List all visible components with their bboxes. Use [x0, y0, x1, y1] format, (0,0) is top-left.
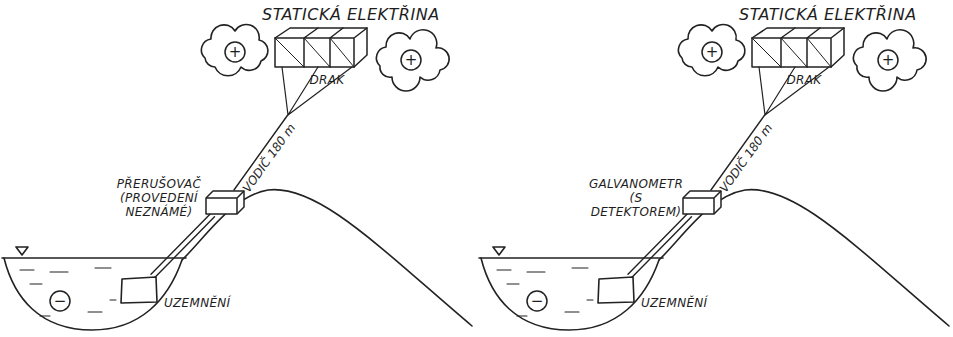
scene-right: [479, 25, 949, 330]
device-box: [205, 190, 245, 215]
device-box: [682, 190, 722, 215]
box-node: PŘERUŠOVAČ (PROVEDENÍ NEZNÁMÉ): [205, 190, 245, 215]
node-text: UZEMNĚNÍ: [641, 296, 731, 310]
wire-label: VODIČ 180 m: [240, 121, 299, 195]
circle-node: −: [49, 290, 71, 312]
connectors: [151, 115, 765, 278]
box-kite: [747, 25, 847, 115]
kite-node: DRAK: [747, 25, 847, 115]
scene-left: [2, 25, 472, 330]
plate-node: UZEMNĚNÍ: [597, 276, 635, 304]
node-text: PŘERUŠOVAČ (PROVEDENÍ NEZNÁMÉ): [107, 177, 211, 219]
box-kite: [270, 25, 370, 115]
node-text: UZEMNĚNÍ: [164, 296, 254, 310]
charge-sign: +: [877, 49, 899, 71]
wire: [628, 213, 692, 278]
wire-label: VODIČ 180 m: [717, 121, 776, 195]
node-text: GALVANOMETR (S DETEKTOREM): [584, 177, 688, 219]
kite-node: DRAK: [270, 25, 370, 115]
circle-node: −: [526, 290, 548, 312]
plate-node: UZEMNĚNÍ: [120, 276, 158, 304]
charge-sign: +: [400, 49, 422, 71]
ground-plate: [120, 276, 158, 304]
wire: [151, 213, 215, 278]
circle-node: +: [701, 41, 723, 63]
circle-node: +: [224, 41, 246, 63]
heading-note: STATICKÁ ELEKTŘINA: [262, 6, 440, 24]
circle-node: +: [400, 49, 422, 71]
charge-sign: −: [526, 290, 548, 312]
box-node: GALVANOMETR (S DETEKTOREM): [682, 190, 722, 215]
node-text: DRAK: [302, 73, 352, 87]
node-text: DRAK: [779, 73, 829, 87]
charge-sign: +: [224, 41, 246, 63]
ground-plate: [597, 276, 635, 304]
charge-sign: +: [701, 41, 723, 63]
circle-node: +: [877, 49, 899, 71]
charge-sign: −: [49, 290, 71, 312]
heading-note: STATICKÁ ELEKTŘINA: [739, 6, 917, 24]
